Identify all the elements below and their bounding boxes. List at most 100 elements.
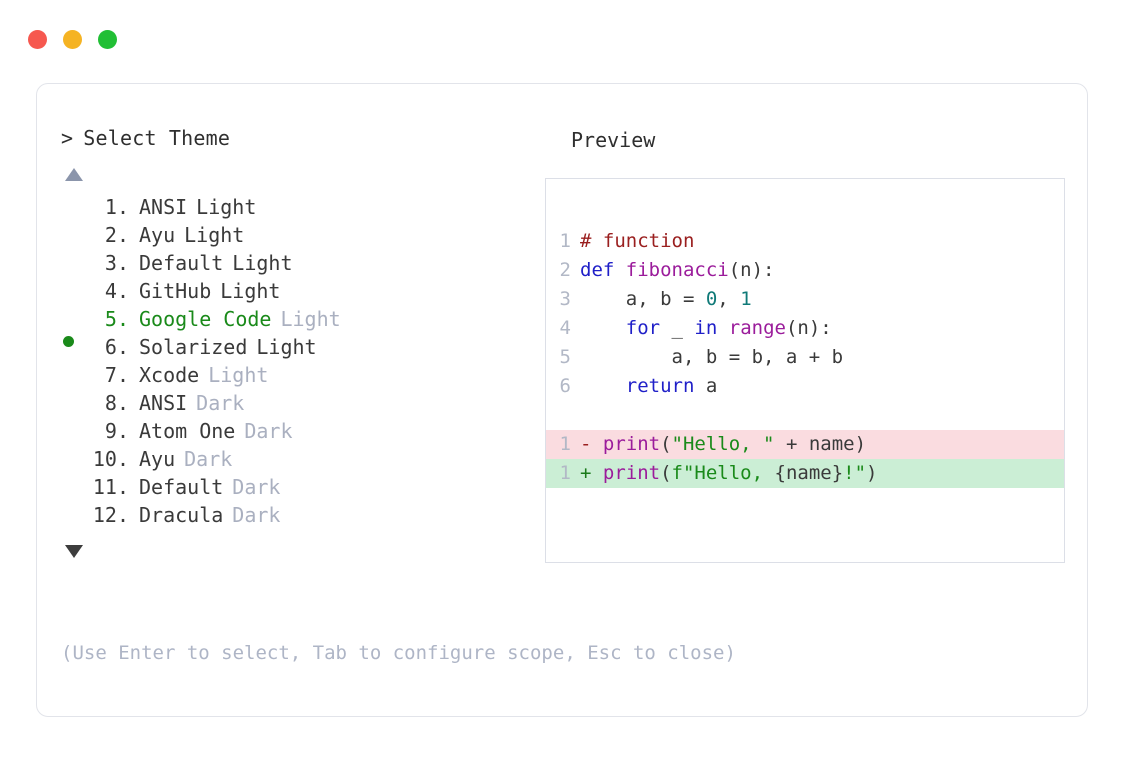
theme-item-name: Dracula	[139, 503, 224, 527]
scroll-up-icon[interactable]	[65, 168, 83, 181]
prompt-caret-icon: >	[61, 126, 74, 150]
code-token-plain	[717, 317, 728, 339]
code-block: 1 # function 2 def fibonacci(n):3 a, b = 0,…	[546, 227, 1064, 488]
theme-item-variant: Dark	[196, 391, 245, 415]
theme-item-name: GitHub	[139, 279, 212, 303]
theme-item-number: 11.	[92, 475, 129, 499]
theme-item-name: Default	[139, 475, 224, 499]
theme-item-variant: Light	[196, 195, 257, 219]
theme-item-name: Solarized	[139, 335, 248, 359]
theme-item-number: 9.	[104, 419, 129, 443]
theme-list-item[interactable]: 4. GitHub Light	[61, 277, 531, 305]
code-line-number: 5	[559, 346, 571, 368]
code-token-plain: {name}	[774, 462, 844, 484]
code-line-text: def fibonacci(n):	[580, 256, 1064, 285]
code-line: 5 a, b = b, a + b	[546, 343, 1064, 372]
code-line-text: a, b = b, a + b	[580, 343, 1064, 372]
code-token-func: fibonacci	[625, 259, 729, 281]
code-token-keyword: return	[625, 375, 695, 397]
code-token-plain: + name)	[774, 433, 867, 455]
theme-item-name: ANSI	[139, 391, 188, 415]
code-line-added: 1 + print(f"Hello, {name}!")	[546, 459, 1064, 488]
code-token-keyword: for	[625, 317, 661, 339]
code-token-plain: ,	[717, 288, 741, 310]
close-window-button[interactable]	[28, 30, 47, 49]
theme-item-number: 2.	[104, 223, 129, 247]
code-token-plain: a, b = b, a + b	[580, 346, 844, 368]
code-blank-line	[546, 401, 1064, 430]
theme-item-variant: Dark	[244, 419, 293, 443]
scroll-down-icon[interactable]	[65, 545, 83, 558]
theme-item-variant: Light	[220, 279, 281, 303]
code-token-number: 0	[705, 288, 718, 310]
code-line-text: + print(f"Hello, {name}!")	[580, 459, 1064, 488]
theme-item-variant: Dark	[232, 503, 281, 527]
theme-item-name: Atom One	[139, 419, 236, 443]
code-line-number: 4	[559, 317, 571, 339]
code-token-plain: (n):	[728, 259, 775, 281]
theme-item-name: ANSI	[139, 195, 188, 219]
code-line-text: return a	[580, 372, 1064, 401]
theme-list-item[interactable]: 11. Default Dark	[61, 473, 531, 501]
code-token-keyword: in	[694, 317, 718, 339]
code-token-addmark: +	[580, 462, 603, 484]
code-line-text: a, b = 0, 1	[580, 285, 1064, 314]
code-line-number: 2	[559, 259, 571, 281]
code-line-number: 6	[559, 375, 571, 397]
theme-item-number: 8.	[104, 391, 129, 415]
code-line: 3 a, b = 0, 1	[546, 285, 1064, 314]
code-token-string: !"	[843, 462, 867, 484]
theme-item-number: 10.	[92, 447, 129, 471]
theme-item-number: 4.	[104, 279, 129, 303]
code-token-func: print	[602, 433, 661, 455]
code-token-plain: a	[694, 375, 718, 397]
keyboard-hint: (Use Enter to select, Tab to configure s…	[61, 642, 736, 664]
theme-item-number: 5.	[104, 307, 129, 331]
preview-title: Preview	[571, 128, 656, 152]
code-line-text: # function	[580, 227, 1064, 256]
theme-list-item[interactable]: 1. ANSI Light	[61, 193, 531, 221]
minimize-window-button[interactable]	[63, 30, 82, 49]
code-preview-panel: 1 # function 2 def fibonacci(n):3 a, b = 0,…	[545, 178, 1065, 563]
code-line: 4 for _ in range(n):	[546, 314, 1064, 343]
code-line: 6 return a	[546, 372, 1064, 401]
code-line-text: - print("Hello, " + name)	[580, 430, 1064, 459]
code-token-plain	[580, 317, 626, 339]
selection-dot-icon	[63, 336, 74, 347]
code-line-number: 1	[559, 462, 571, 484]
code-token-plain: (	[660, 433, 672, 455]
code-line-text: for _ in range(n):	[580, 314, 1064, 343]
code-line: 1 # function	[546, 227, 1064, 256]
theme-item-variant: Dark	[232, 475, 281, 499]
theme-item-variant: Light	[208, 363, 269, 387]
code-token-number: 1	[740, 288, 752, 310]
code-token-func: print	[602, 462, 661, 484]
window-controls	[28, 30, 117, 49]
code-token-plain: (	[660, 462, 672, 484]
code-token-plain	[614, 259, 625, 281]
theme-list-item[interactable]: 5. Google Code Light	[61, 305, 531, 347]
window-titlebar	[0, 0, 1129, 72]
code-token-string: f"Hello,	[671, 462, 775, 484]
theme-item-number: 1.	[104, 195, 129, 219]
maximize-window-button[interactable]	[98, 30, 117, 49]
code-token-comment: # function	[580, 230, 695, 252]
theme-item-variant: Light	[184, 223, 245, 247]
code-line-number: 1	[559, 433, 571, 455]
theme-item-variant: Light	[280, 307, 341, 331]
theme-item-name: Google Code	[139, 307, 272, 331]
code-token-plain	[580, 375, 626, 397]
theme-list-item[interactable]: 9. Atom One Dark	[61, 417, 531, 445]
code-token-delmark: -	[580, 433, 603, 455]
theme-list-item[interactable]: 8. ANSI Dark	[61, 389, 531, 417]
code-line-number: 1	[559, 230, 571, 252]
theme-item-variant: Dark	[184, 447, 233, 471]
